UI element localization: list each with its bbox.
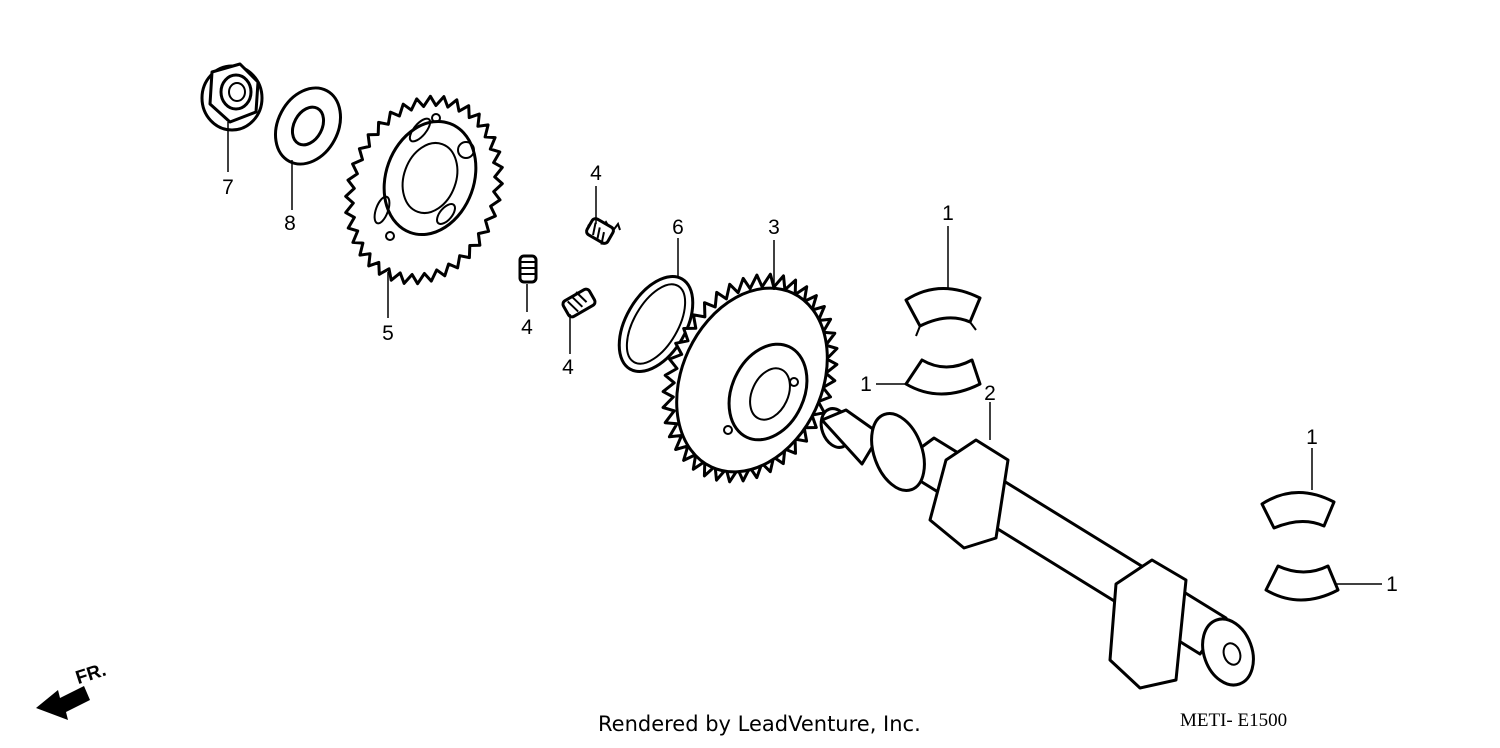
sprocket-part[interactable]: [344, 94, 504, 286]
bearing-part-lower-left[interactable]: [904, 358, 982, 396]
thin-washer-part[interactable]: [604, 264, 708, 384]
washer-part[interactable]: [263, 77, 354, 176]
bearing-part-upper-right[interactable]: [1260, 491, 1336, 530]
callout-8: 8: [284, 212, 296, 235]
bearing-part-upper-left[interactable]: [904, 287, 982, 337]
callout-5: 5: [382, 322, 394, 345]
gear-part[interactable]: [648, 263, 856, 496]
spring-part-upper[interactable]: [585, 217, 621, 245]
diagram-code: METI- E1500: [1180, 710, 1288, 731]
front-direction-arrow-icon: [36, 686, 90, 720]
flange-nut-part[interactable]: [200, 62, 264, 132]
leader-lines: [227, 122, 1382, 585]
rendered-by-credit: Rendered by LeadVenture, Inc.: [598, 712, 921, 736]
callout-4-lower: 4: [562, 356, 574, 379]
callout-1-upper-left: 1: [942, 202, 954, 225]
callout-2: 2: [984, 382, 996, 405]
balancer-shaft-part[interactable]: [816, 404, 1262, 692]
callout-4-left: 4: [521, 316, 533, 339]
spring-part-lower[interactable]: [561, 287, 597, 319]
bearing-part-lower-right[interactable]: [1264, 564, 1340, 602]
callout-1-lower-right: 1: [1386, 573, 1398, 596]
callout-1-upper-right: 1: [1306, 426, 1318, 449]
callout-1-lower-left: 1: [860, 373, 872, 396]
callout-3: 3: [768, 216, 780, 239]
callout-6: 6: [672, 216, 684, 239]
spring-part-left[interactable]: [518, 254, 538, 284]
callout-7: 7: [222, 176, 234, 199]
callout-4-upper: 4: [590, 162, 602, 185]
